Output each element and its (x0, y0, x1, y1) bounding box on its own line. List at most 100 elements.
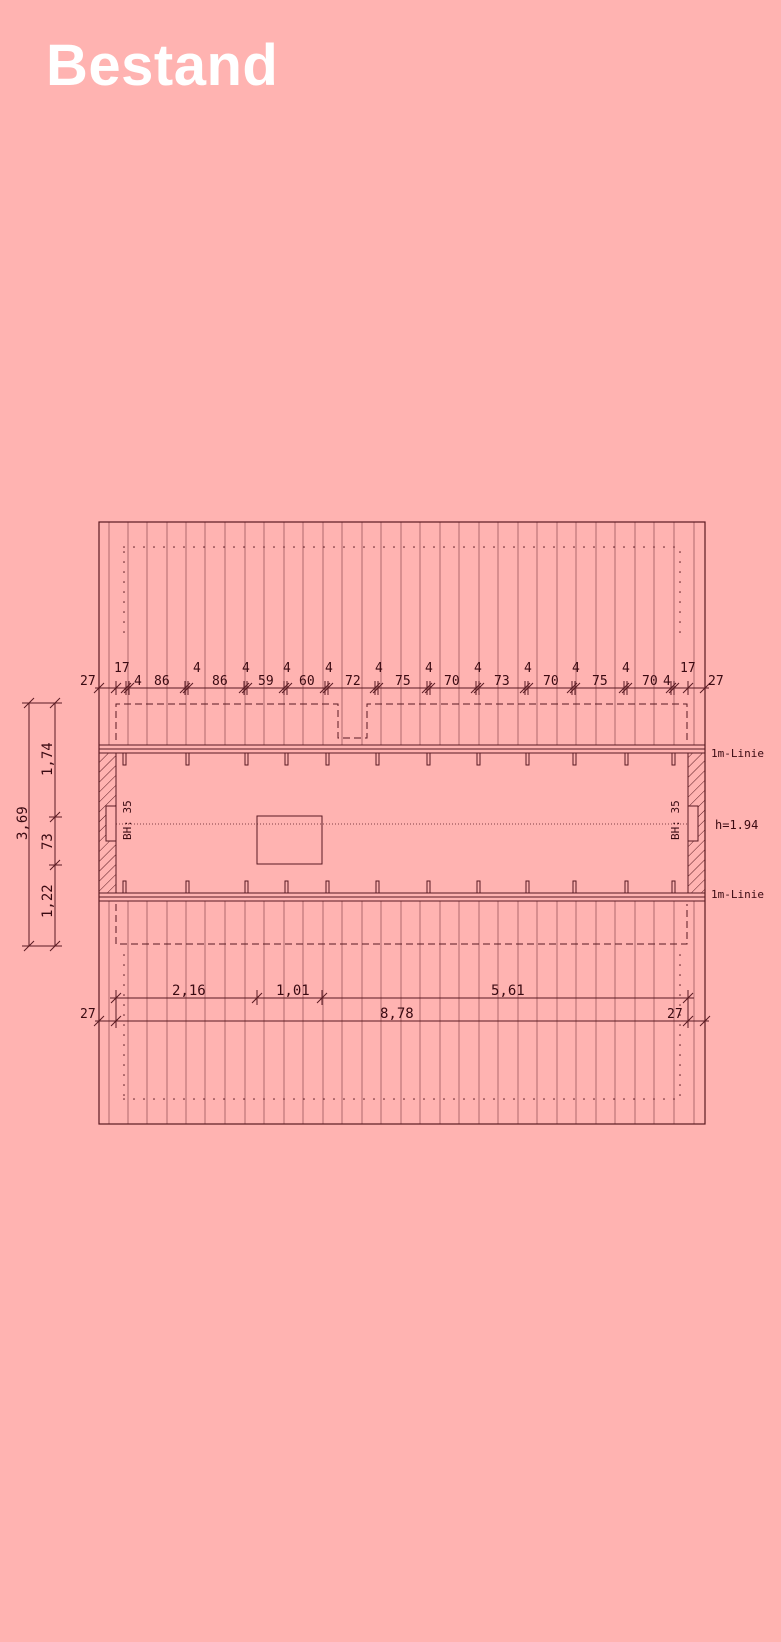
line-1m-bottom-label: 1m-Linie (711, 888, 764, 901)
dot (543, 1098, 545, 1100)
top-dim-segment: 4 (425, 661, 433, 676)
dot (553, 546, 555, 548)
dot (523, 1098, 525, 1100)
top-dim-segment: 70 (543, 674, 559, 689)
dot (233, 1098, 235, 1100)
dot (143, 1098, 145, 1100)
dot (679, 581, 681, 583)
dot (433, 546, 435, 548)
dot (203, 1098, 205, 1100)
dot (153, 1098, 155, 1100)
dot (343, 546, 345, 548)
dot (123, 1014, 125, 1016)
dot (463, 546, 465, 548)
top-dim-segment: 75 (395, 674, 411, 689)
dot (333, 546, 335, 548)
dot (123, 1044, 125, 1046)
stud-top (476, 752, 481, 766)
dot (123, 974, 125, 976)
dot (433, 1098, 435, 1100)
dot (123, 601, 125, 603)
page-title: Bestand (46, 33, 279, 98)
stud-bottom (244, 880, 249, 894)
dot (273, 546, 275, 548)
dot (553, 1098, 555, 1100)
dot (443, 546, 445, 548)
dim-slash (522, 682, 534, 694)
top-dim-segment: 86 (154, 674, 170, 689)
dot (203, 546, 205, 548)
dot (123, 984, 125, 986)
stud-top (426, 752, 431, 766)
dot (563, 546, 565, 548)
bottom-dim-seg2: 1,01 (276, 983, 310, 999)
dot (679, 571, 681, 573)
top-dim-right-inner: 17 (680, 661, 696, 676)
line-1m-top (99, 744, 705, 754)
dot (303, 1098, 305, 1100)
dim-slash (281, 682, 293, 694)
dot (123, 1004, 125, 1006)
dim-slash (424, 682, 436, 694)
dot (563, 1098, 565, 1100)
dot (613, 546, 615, 548)
top-dimension-ticks (93, 681, 711, 695)
stud-bottom (572, 880, 577, 894)
window-right (687, 805, 699, 842)
dot (503, 546, 505, 548)
dot (173, 1098, 175, 1100)
top-dim-right-outer: 27 (708, 674, 724, 689)
dot (243, 1098, 245, 1100)
dot (353, 1098, 355, 1100)
dot (123, 551, 125, 553)
dot (123, 1054, 125, 1056)
dot (493, 546, 495, 548)
dot (679, 611, 681, 613)
dot (679, 1044, 681, 1046)
stud-top (572, 752, 577, 766)
stud-bottom (122, 880, 127, 894)
dot (679, 954, 681, 956)
dot (453, 1098, 455, 1100)
dot (573, 546, 575, 548)
bottom-dim-left-outer: 27 (80, 1007, 96, 1022)
dot (143, 546, 145, 548)
stud-bottom (185, 880, 190, 894)
bh-label-left: BH: 35 (121, 800, 134, 840)
dot (323, 1098, 325, 1100)
dot (533, 546, 535, 548)
dot (363, 1098, 365, 1100)
dashed-outline-lower (115, 904, 688, 945)
dot (273, 1098, 275, 1100)
dot (333, 1098, 335, 1100)
dot (353, 546, 355, 548)
dot (673, 546, 675, 548)
dot (673, 1098, 675, 1100)
bottom-dimension-chains (93, 990, 711, 1028)
dot (593, 546, 595, 548)
stud-bottom (624, 880, 629, 894)
dot (453, 546, 455, 548)
dot (679, 621, 681, 623)
dot (183, 546, 185, 548)
roof-outline (98, 521, 706, 1125)
dot (573, 1098, 575, 1100)
dot (123, 561, 125, 563)
dot (503, 1098, 505, 1100)
stud-top (122, 752, 127, 766)
stud-top (375, 752, 380, 766)
dot (283, 546, 285, 548)
dot (193, 1098, 195, 1100)
dot (483, 1098, 485, 1100)
dot (679, 551, 681, 553)
dot (663, 546, 665, 548)
dot (593, 1098, 595, 1100)
dot (293, 1098, 295, 1100)
dot (343, 1098, 345, 1100)
dot (123, 1024, 125, 1026)
dot (603, 1098, 605, 1100)
dot (173, 546, 175, 548)
bottom-dim-seg1: 2,16 (172, 983, 206, 999)
